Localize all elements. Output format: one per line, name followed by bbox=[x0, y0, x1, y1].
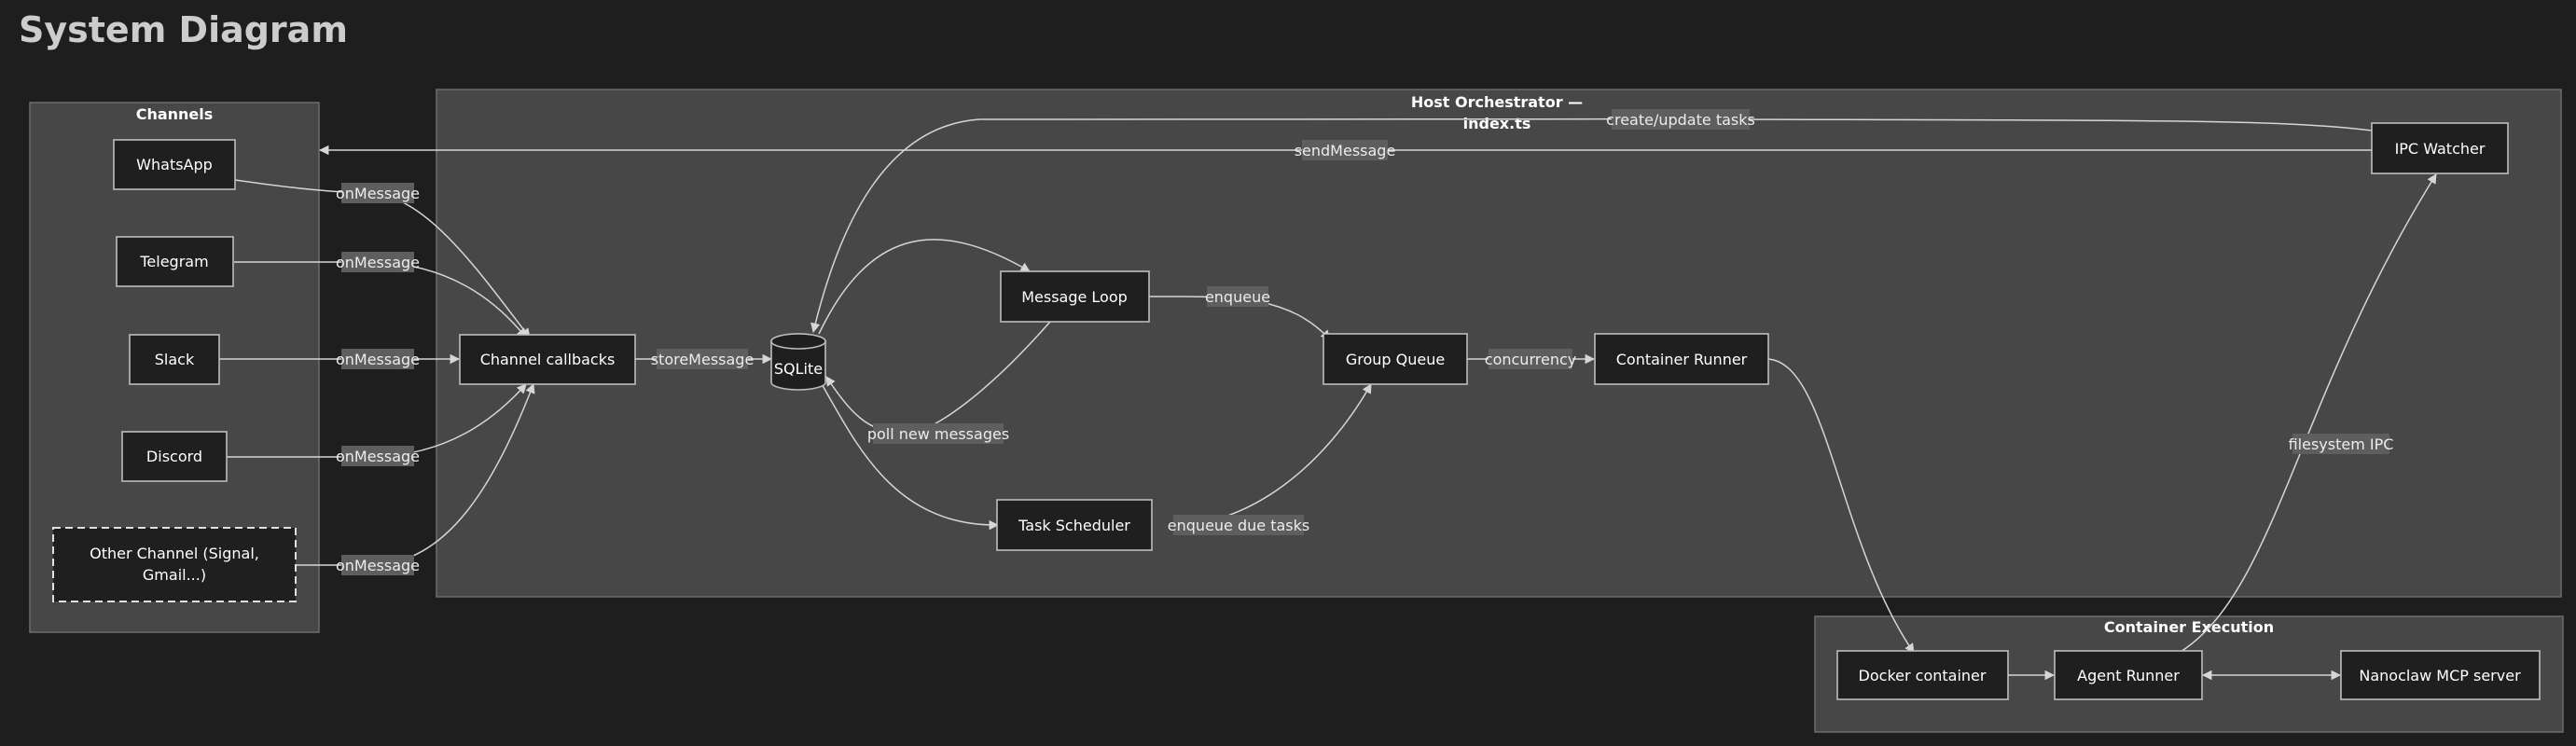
label-concurrency: concurrency bbox=[1485, 349, 1576, 369]
svg-text:onMessage: onMessage bbox=[336, 448, 420, 465]
group-host-label-line1: Host Orchestrator — bbox=[1411, 93, 1583, 111]
svg-text:Container Runner: Container Runner bbox=[1616, 351, 1748, 368]
svg-text:SQLite: SQLite bbox=[774, 360, 823, 378]
node-task-scheduler[interactable]: Task Scheduler bbox=[996, 499, 1153, 551]
node-message-loop[interactable]: Message Loop bbox=[1000, 270, 1150, 323]
node-agent-runner[interactable]: Agent Runner bbox=[2054, 650, 2203, 700]
group-host-label-line2: index.ts bbox=[1463, 115, 1531, 132]
svg-text:onMessage: onMessage bbox=[336, 351, 420, 368]
node-discord[interactable]: Discord bbox=[121, 431, 228, 482]
svg-text:create/update tasks: create/update tasks bbox=[1606, 111, 1755, 129]
label-storemessage: storeMessage bbox=[651, 349, 755, 369]
svg-text:Telegram: Telegram bbox=[139, 253, 208, 270]
node-other-channel[interactable]: Other Channel (Signal, Gmail...) bbox=[52, 527, 297, 602]
svg-text:Agent Runner: Agent Runner bbox=[2077, 667, 2180, 684]
group-host-orchestrator: Host Orchestrator — index.ts bbox=[436, 89, 2562, 598]
edge-ipcwatcher-sqlite bbox=[810, 117, 2373, 334]
svg-text:storeMessage: storeMessage bbox=[651, 351, 755, 368]
node-ipc-watcher[interactable]: IPC Watcher bbox=[2371, 122, 2509, 174]
svg-text:poll new messages: poll new messages bbox=[867, 425, 1009, 443]
node-nanoclaw-mcp-server[interactable]: Nanoclaw MCP server bbox=[2340, 650, 2541, 700]
svg-text:Slack: Slack bbox=[155, 351, 195, 368]
svg-text:Nanoclaw MCP server: Nanoclaw MCP server bbox=[2359, 667, 2521, 684]
edge-sqlite-taskscheduler bbox=[820, 381, 1000, 531]
edge-agentrunner-ipcwatcher bbox=[2175, 173, 2437, 656]
node-whatsapp[interactable]: WhatsApp bbox=[113, 139, 236, 190]
svg-text:onMessage: onMessage bbox=[336, 254, 420, 271]
svg-text:Discord: Discord bbox=[146, 448, 202, 465]
svg-text:WhatsApp: WhatsApp bbox=[136, 156, 213, 173]
label-onmessage-slack: onMessage bbox=[336, 349, 420, 369]
label-create-update-tasks: create/update tasks bbox=[1606, 109, 1755, 130]
label-enqueue: enqueue bbox=[1205, 286, 1270, 307]
svg-text:sendMessage: sendMessage bbox=[1295, 142, 1396, 159]
label-onmessage-discord: onMessage bbox=[336, 446, 420, 466]
svg-text:Docker container: Docker container bbox=[1859, 667, 1987, 684]
edge-containerrunner-docker bbox=[1767, 358, 1915, 654]
svg-text:Message Loop: Message Loop bbox=[1021, 288, 1128, 306]
svg-text:Gmail...): Gmail...) bbox=[143, 566, 206, 584]
node-telegram[interactable]: Telegram bbox=[116, 236, 234, 287]
label-enqueue-due-tasks: enqueue due tasks bbox=[1168, 515, 1309, 535]
svg-text:Channel callbacks: Channel callbacks bbox=[480, 351, 616, 368]
svg-text:Other Channel (Signal,: Other Channel (Signal, bbox=[90, 545, 259, 562]
label-sendmessage: sendMessage bbox=[1295, 140, 1396, 160]
svg-text:Group Queue: Group Queue bbox=[1346, 351, 1445, 368]
edge-sqlite-messageloop bbox=[818, 239, 1031, 335]
group-channels-label: Channels bbox=[136, 105, 214, 123]
svg-text:concurrency: concurrency bbox=[1485, 351, 1576, 368]
node-container-runner[interactable]: Container Runner bbox=[1594, 333, 1769, 385]
node-docker-container[interactable]: Docker container bbox=[1836, 650, 2009, 700]
node-group-queue[interactable]: Group Queue bbox=[1323, 333, 1468, 385]
label-poll-new-messages: poll new messages bbox=[867, 423, 1009, 444]
label-onmessage-other: onMessage bbox=[336, 555, 420, 575]
svg-text:enqueue: enqueue bbox=[1205, 288, 1270, 306]
label-filesystem-ipc: filesystem IPC bbox=[2289, 434, 2394, 454]
svg-text:filesystem IPC: filesystem IPC bbox=[2289, 435, 2394, 453]
node-slack[interactable]: Slack bbox=[129, 334, 220, 385]
page-title: System Diagram bbox=[19, 9, 348, 50]
group-container-label: Container Execution bbox=[2104, 618, 2274, 636]
label-onmessage-telegram: onMessage bbox=[336, 252, 420, 272]
svg-text:onMessage: onMessage bbox=[336, 185, 420, 202]
svg-text:IPC Watcher: IPC Watcher bbox=[2395, 140, 2486, 158]
svg-text:onMessage: onMessage bbox=[336, 557, 420, 574]
label-onmessage-whatsapp: onMessage bbox=[336, 183, 420, 203]
node-sqlite[interactable]: SQLite bbox=[770, 333, 826, 391]
node-channel-callbacks[interactable]: Channel callbacks bbox=[459, 334, 636, 385]
svg-text:enqueue due tasks: enqueue due tasks bbox=[1168, 517, 1309, 534]
svg-text:Task Scheduler: Task Scheduler bbox=[1018, 517, 1130, 534]
